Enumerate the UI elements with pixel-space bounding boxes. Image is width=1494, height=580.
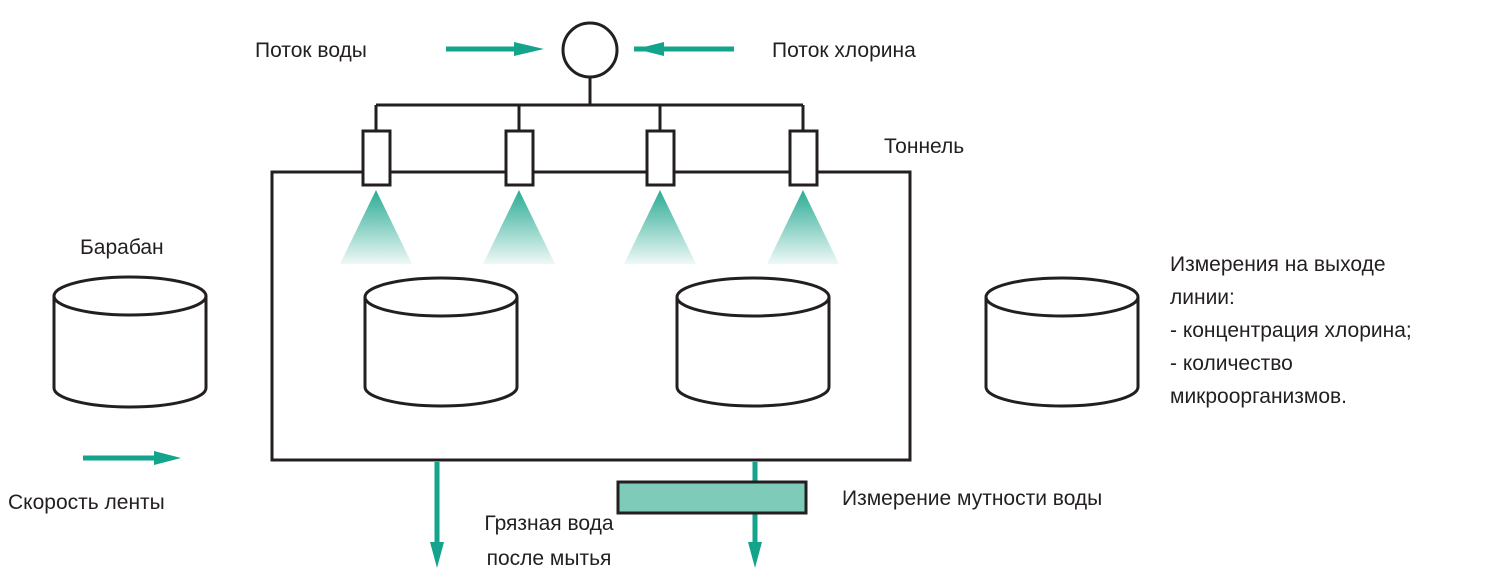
- circle-mixer-icon: [561, 21, 619, 79]
- turbidity-flow-arrow-icon: [748, 462, 762, 568]
- drum-cylinder-icon: [984, 276, 1140, 408]
- outlet-measurements-line-5: микроорганизмов.: [1170, 385, 1347, 408]
- belt-speed-label: Скорость ленты: [8, 491, 165, 514]
- dirty-water-arrow-icon: [430, 462, 444, 568]
- belt-speed-arrow-icon: [83, 451, 181, 465]
- drum-cylinder-icon: [52, 275, 208, 409]
- drum-cylinder-icon: [675, 276, 831, 408]
- outlet-measurements-line-4: - количество: [1170, 352, 1293, 375]
- spray-nozzle-icon: [767, 129, 839, 264]
- tunnel-body: [270, 170, 912, 462]
- water-flow-label: Поток воды: [255, 39, 367, 62]
- turbidity-label: Измерение мутности воды: [842, 487, 1102, 510]
- chlorine-flow-label: Поток хлорина: [772, 39, 916, 62]
- dirty-water-label-line-1: Грязная вода: [484, 512, 614, 535]
- dirty-water-label-line-2: после мытья: [487, 547, 612, 570]
- chlorine-flow-arrow-icon: [634, 42, 734, 56]
- tunnel-label: Тоннель: [884, 135, 964, 158]
- outlet-measurements-line-3: - концентрация хлорина;: [1170, 319, 1412, 342]
- spray-nozzle-icon: [624, 129, 696, 264]
- turbidity-sensor-icon: [616, 480, 808, 515]
- water-flow-arrow-icon: [446, 42, 544, 56]
- spray-nozzle-icon: [340, 129, 412, 264]
- drum-cylinder-icon: [363, 276, 519, 408]
- outlet-measurements-line-1: Измерения на выходе: [1170, 253, 1386, 276]
- drum-label: Барабан: [80, 236, 164, 259]
- spray-nozzle-icon: [483, 129, 555, 264]
- manifold-pipes: [374, 77, 805, 131]
- outlet-measurements-line-2: линии:: [1170, 286, 1235, 309]
